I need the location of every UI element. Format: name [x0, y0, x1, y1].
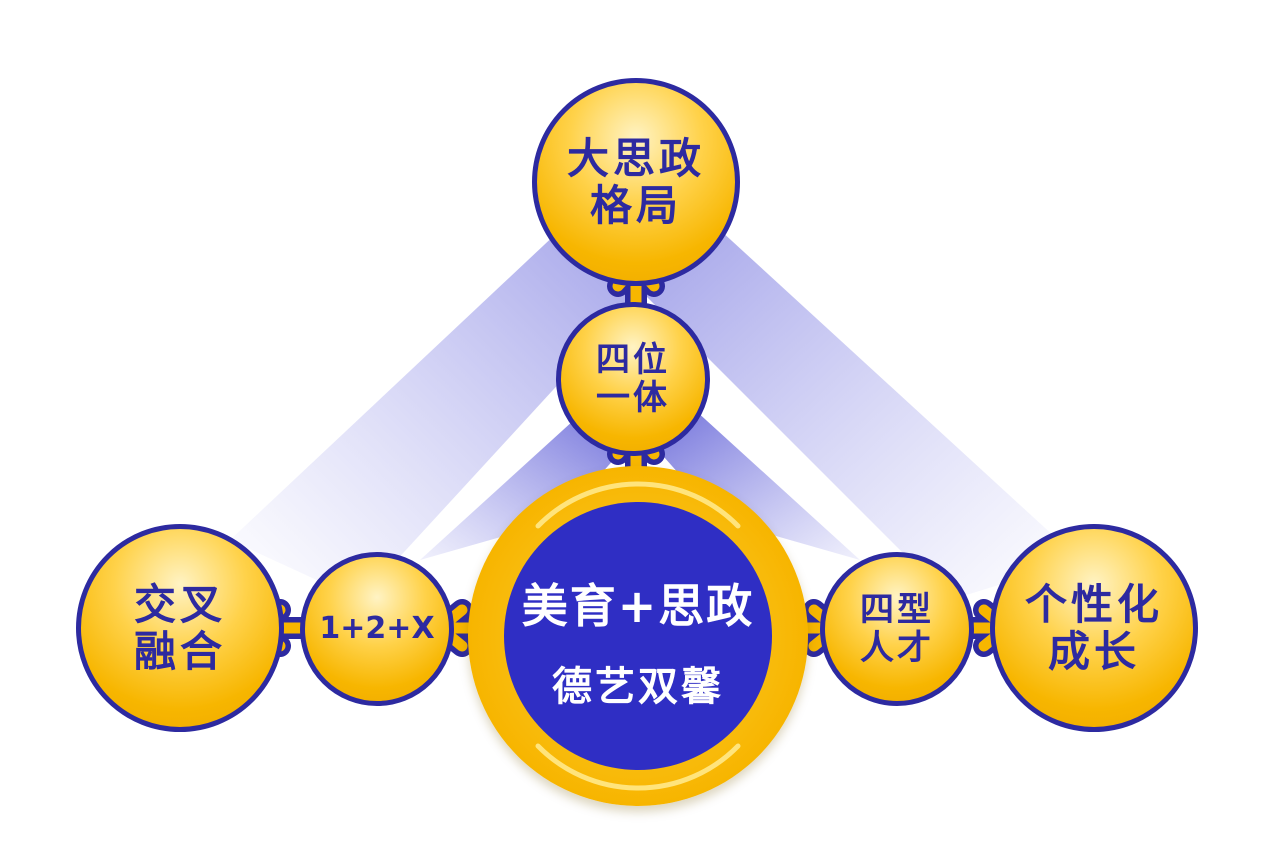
node-top-small-line2: 一体 [596, 378, 670, 418]
node-left-small-line1: 1+2+X [319, 611, 435, 647]
node-top-big: 大思政 格局 [532, 78, 740, 286]
node-top-small: 四位 一体 [556, 302, 710, 456]
node-left-big: 交叉 融合 [76, 524, 284, 732]
node-right-big-line2: 成长 [1047, 627, 1140, 676]
node-top-big-line1: 大思政 [566, 133, 705, 183]
beam-left-inner [420, 410, 640, 560]
node-left-big-line2: 融合 [133, 627, 226, 676]
center-node: 美育+思政 德艺双馨 [504, 502, 772, 770]
node-right-small-line1: 四型 [860, 589, 934, 630]
beam-right-inner [640, 410, 860, 560]
node-right-small: 四型 人才 [820, 552, 974, 706]
center-subtitle: 德艺双馨 [552, 664, 724, 710]
node-left-big-line1: 交叉 [133, 579, 226, 629]
node-right-big-line1: 个性化 [1024, 579, 1163, 629]
node-right-small-line2: 人才 [860, 628, 934, 668]
node-top-small-line1: 四位 [596, 339, 670, 380]
node-right-big: 个性化 成长 [990, 524, 1198, 732]
node-top-big-line2: 格局 [589, 181, 682, 230]
node-left-small: 1+2+X [300, 552, 454, 706]
beam-right-outer [580, 230, 1080, 600]
center-title: 美育+思政 [521, 579, 755, 633]
center-ring-highlights [535, 481, 741, 791]
